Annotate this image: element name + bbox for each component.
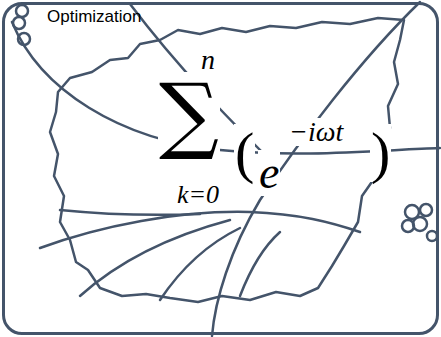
leaf-outline bbox=[50, 18, 404, 302]
vein-line bbox=[60, 210, 200, 215]
bubble bbox=[18, 33, 30, 45]
formula-part: n bbox=[200, 46, 216, 74]
formula-part: ) bbox=[370, 124, 391, 182]
bubble bbox=[420, 204, 432, 216]
vein-line bbox=[80, 220, 230, 296]
formula-part: e bbox=[258, 150, 280, 196]
bubble bbox=[16, 5, 28, 17]
vein-line bbox=[240, 232, 280, 296]
formula-part: k=0 bbox=[176, 182, 220, 208]
curve-line bbox=[212, 2, 420, 336]
vein-line bbox=[160, 228, 240, 300]
formula-part: ∑ bbox=[158, 72, 220, 156]
formula-part: ( bbox=[234, 124, 255, 182]
bubble bbox=[13, 17, 25, 29]
frame-title: Optimization bbox=[47, 8, 141, 25]
bubble bbox=[402, 220, 414, 232]
bubble bbox=[413, 217, 427, 231]
formula-part: −iωt bbox=[288, 118, 344, 146]
bubble bbox=[427, 231, 437, 241]
